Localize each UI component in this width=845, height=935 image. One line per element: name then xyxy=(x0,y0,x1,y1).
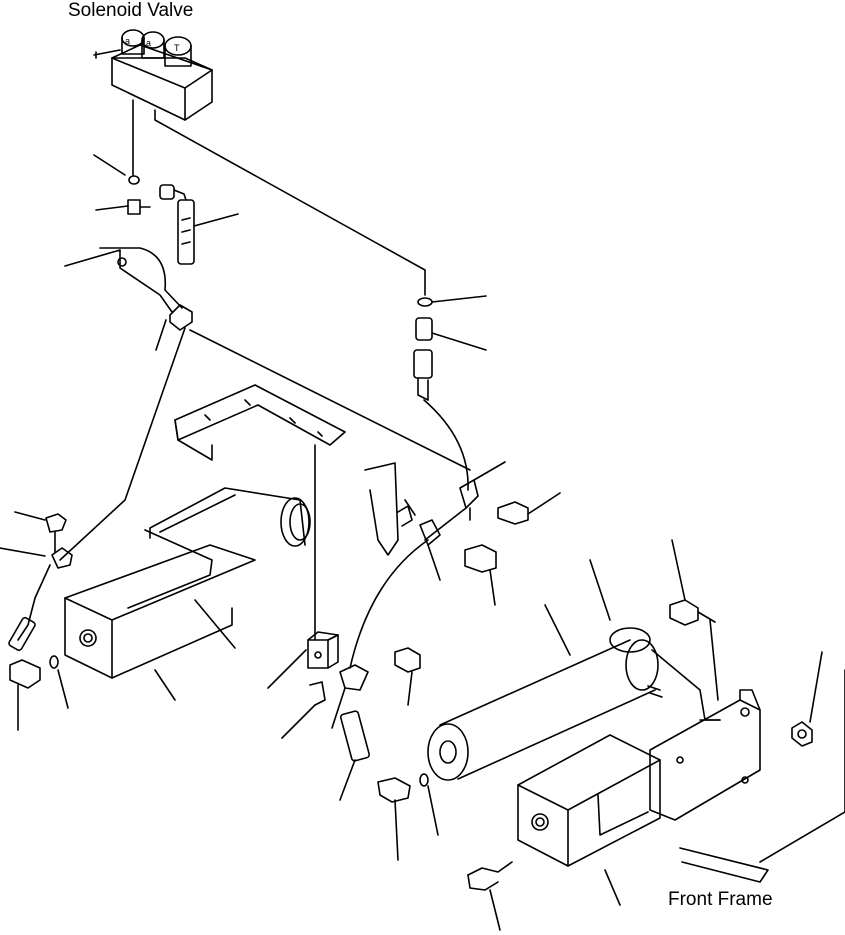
port-mark-a1: a xyxy=(125,36,130,46)
front-frame-label: Front Frame xyxy=(668,889,773,910)
mounting-plate xyxy=(175,385,345,640)
middle-hose-bracket xyxy=(268,463,496,860)
port-mark-a2: a xyxy=(146,38,151,48)
right-upper-fittings xyxy=(414,296,560,540)
left-accumulator xyxy=(0,488,310,730)
left-upper-fittings xyxy=(60,155,470,560)
solenoid-valve: a a T xyxy=(94,30,425,295)
port-mark-t: T xyxy=(174,43,180,53)
solenoid-valve-label: Solenoid Valve xyxy=(68,0,194,21)
right-accumulator xyxy=(428,540,845,930)
